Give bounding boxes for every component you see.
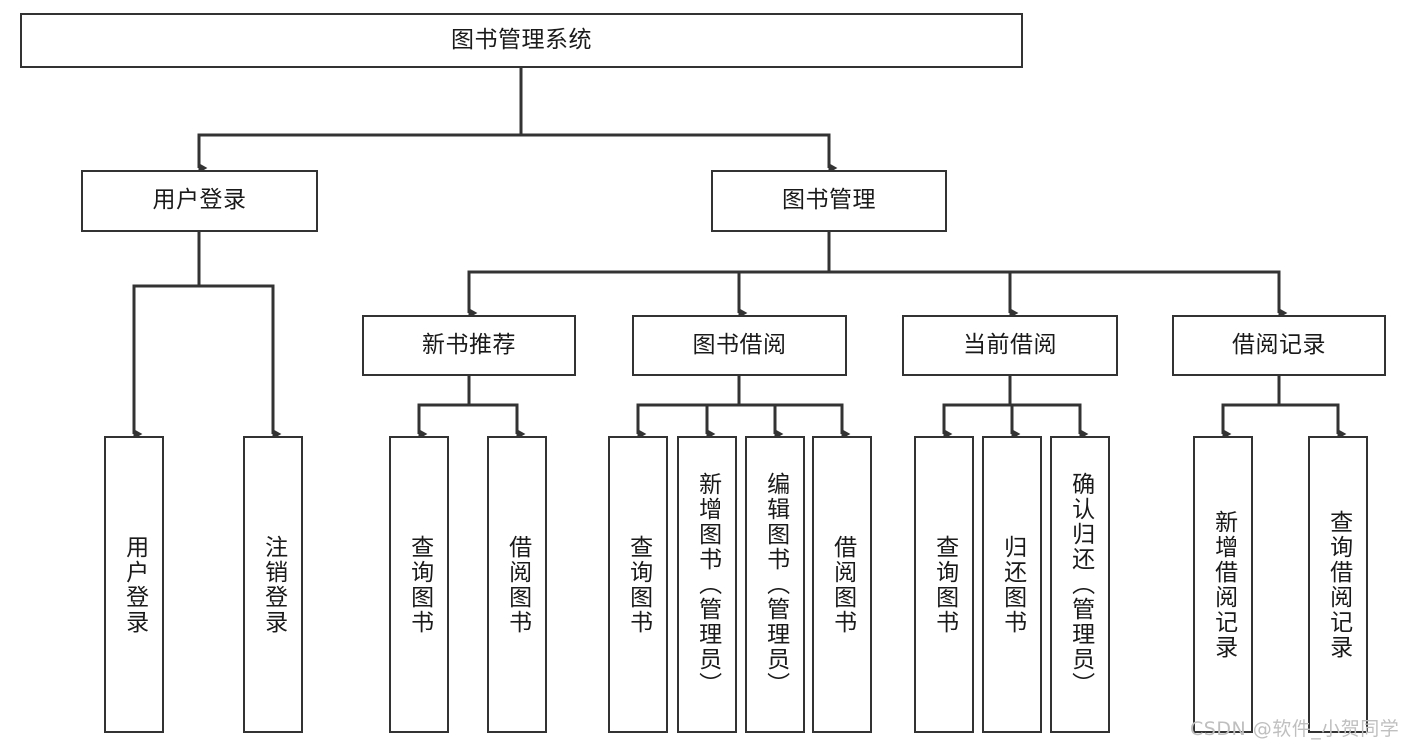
leaf-query-book-recommend[interactable]: 查询图书 <box>389 436 449 733</box>
edge-records-to-leaf13 <box>1277 376 1347 439</box>
node-book-borrow[interactable]: 图书借阅 <box>632 315 847 376</box>
node-root[interactable]: 图书管理系统 <box>20 13 1023 68</box>
leaf-query-borrow-record-label: 查询借阅记录 <box>1325 509 1352 660</box>
leaf-return-book[interactable]: 归还图书 <box>982 436 1042 733</box>
leaf-logout[interactable]: 注销登录 <box>243 436 303 733</box>
node-book-management-label: 图书管理 <box>782 187 876 214</box>
leaf-query-book-current-label: 查询图书 <box>931 534 958 635</box>
leaf-user-login[interactable]: 用户登录 <box>104 436 164 733</box>
edge-bookmgmt-to-records <box>827 232 1288 318</box>
leaf-user-login-label: 用户登录 <box>121 534 148 635</box>
node-new-book-recommend-label: 新书推荐 <box>422 331 516 358</box>
leaf-borrow-book-recommend[interactable]: 借阅图书 <box>487 436 547 733</box>
edge-borrow-to-leaf6 <box>705 376 741 439</box>
node-user-login-label: 用户登录 <box>152 187 247 214</box>
leaf-return-book-label: 归还图书 <box>999 534 1026 635</box>
edge-current-to-leaf9 <box>942 376 1012 439</box>
edge-root-to-bookmgmt <box>519 68 838 173</box>
edge-borrow-to-leaf8 <box>737 376 851 439</box>
leaf-edit-book-admin[interactable]: 编辑图书（管理员） <box>745 436 805 733</box>
node-current-borrow[interactable]: 当前借阅 <box>902 315 1118 376</box>
leaf-add-book-admin-label: 新增图书（管理员） <box>694 472 721 697</box>
leaf-confirm-return-admin[interactable]: 确认归还（管理员） <box>1050 436 1110 733</box>
leaf-borrow-book[interactable]: 借阅图书 <box>812 436 872 733</box>
edge-records-to-leaf12 <box>1221 376 1281 439</box>
node-book-management[interactable]: 图书管理 <box>711 170 947 232</box>
edge-bookmgmt-to-borrow <box>737 232 831 318</box>
node-root-label: 图书管理系统 <box>451 26 592 53</box>
node-book-borrow-label: 图书借阅 <box>692 331 787 358</box>
leaf-add-borrow-record-label: 新增借阅记录 <box>1210 509 1237 660</box>
node-current-borrow-label: 当前借阅 <box>963 331 1057 358</box>
leaf-query-borrow-record[interactable]: 查询借阅记录 <box>1308 436 1368 733</box>
edge-root-to-login <box>197 68 523 173</box>
connector-edges <box>132 68 1347 439</box>
leaf-confirm-return-admin-label: 确认归还（管理员） <box>1067 472 1094 697</box>
leaf-query-book-borrow[interactable]: 查询图书 <box>608 436 668 733</box>
edge-login-to-leaf2 <box>197 232 282 439</box>
edge-current-to-leaf11 <box>1008 376 1089 439</box>
node-user-login[interactable]: 用户登录 <box>81 170 318 232</box>
leaf-borrow-book-label: 借阅图书 <box>829 534 856 635</box>
edge-newbook-to-leaf4 <box>467 376 526 439</box>
node-new-book-recommend[interactable]: 新书推荐 <box>362 315 576 376</box>
node-borrow-records-label: 借阅记录 <box>1232 331 1326 358</box>
leaf-borrow-book-recommend-label: 借阅图书 <box>504 534 531 635</box>
leaf-query-book-borrow-label: 查询图书 <box>625 534 652 635</box>
leaf-query-book-recommend-label: 查询图书 <box>406 534 433 635</box>
edge-newbook-to-leaf3 <box>417 376 471 439</box>
leaf-add-borrow-record[interactable]: 新增借阅记录 <box>1193 436 1253 733</box>
node-borrow-records[interactable]: 借阅记录 <box>1172 315 1386 376</box>
leaf-add-book-admin[interactable]: 新增图书（管理员） <box>677 436 737 733</box>
leaf-edit-book-admin-label: 编辑图书（管理员） <box>762 472 789 697</box>
leaf-query-book-current[interactable]: 查询图书 <box>914 436 974 733</box>
leaf-logout-label: 注销登录 <box>260 534 287 635</box>
edge-login-to-leaf1 <box>132 232 201 439</box>
